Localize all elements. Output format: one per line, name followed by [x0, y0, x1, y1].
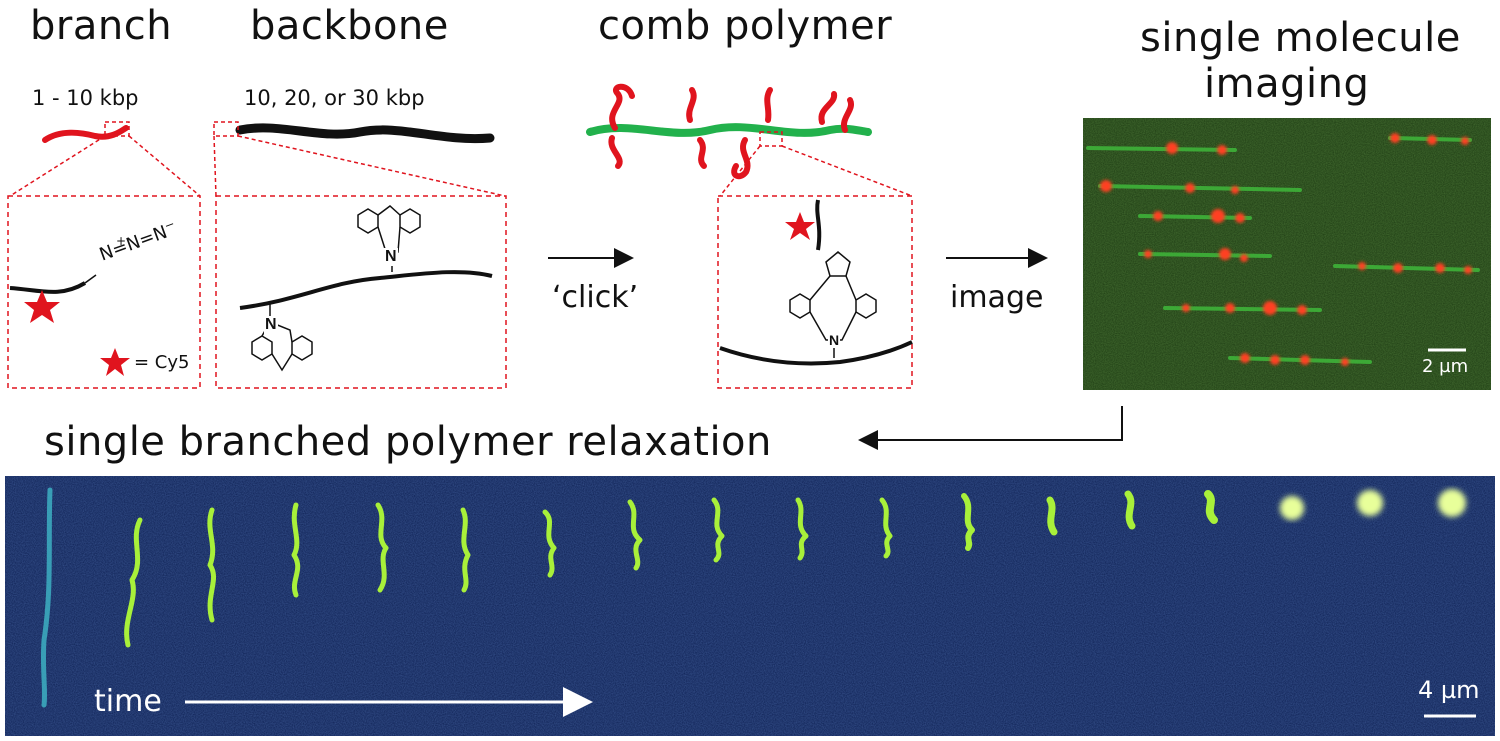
return-arrow	[858, 406, 1123, 450]
frame-3-molecule	[207, 507, 216, 623]
comb-zoom-backbone	[719, 340, 913, 366]
frame-2-molecule	[124, 517, 143, 648]
branch-strand	[42, 125, 129, 143]
click-label: ‘click’	[552, 280, 639, 315]
frame-14-molecule	[1124, 490, 1136, 530]
frame-9-molecule	[711, 497, 725, 563]
imaging-title-line1: single molecule	[1140, 15, 1461, 61]
backbone-strand	[235, 123, 495, 144]
frame-6-molecule	[460, 507, 471, 593]
time-label: time	[94, 684, 162, 719]
cy5-legend-star-icon	[100, 348, 130, 376]
frame-13-molecule	[1046, 496, 1058, 536]
frame-10-molecule	[795, 497, 809, 561]
dbco-group-bottom	[251, 304, 313, 372]
relaxation-filmstrip	[5, 476, 1495, 736]
red-branch-spots	[1100, 133, 1472, 366]
branch-length-label: 1 - 10 kbp	[32, 86, 139, 110]
comb-backbone-strand	[586, 123, 872, 137]
dbco-bottom-nitrogen: N	[264, 316, 278, 334]
image-label: image	[950, 280, 1044, 315]
frame-1-molecule	[40, 487, 53, 708]
dbco-top-nitrogen: N	[384, 248, 398, 266]
cy5-star-icon-comb	[785, 212, 815, 240]
comb-zoom-box	[717, 195, 913, 389]
branch-zoom-box-small	[104, 121, 130, 137]
frame-15-molecule	[1204, 490, 1218, 524]
imaging-title-line2: imaging	[1204, 61, 1370, 107]
frame-11-molecule	[879, 497, 893, 559]
branch-zoom-box	[7, 195, 201, 389]
relaxation-frames-compact	[1280, 489, 1466, 520]
comb-zoom-box-small	[759, 131, 783, 147]
relaxation-title: single branched polymer relaxation	[44, 419, 772, 465]
backbone-length-label: 10, 20, or 30 kbp	[244, 86, 425, 110]
backbone-title: backbone	[250, 3, 449, 49]
frame-5-molecule	[375, 502, 389, 593]
cy5-legend-label: = Cy5	[134, 352, 190, 373]
scale-bar-2um-label: 2 µm	[1422, 356, 1469, 377]
backbone-zoom-box	[215, 195, 507, 389]
relaxation-frames	[40, 487, 1218, 708]
azide-plus: +	[116, 234, 127, 248]
cy5-star-icon	[24, 290, 60, 323]
frame-7-molecule	[542, 509, 557, 578]
frame-8-molecule	[627, 499, 643, 571]
comb-polymer-title: comb polymer	[598, 3, 893, 49]
adduct-nitrogen: N	[828, 332, 841, 348]
scale-bar-4um-label: 4 µm	[1418, 676, 1480, 704]
single-molecule-micrograph	[1083, 118, 1491, 390]
frame-12-molecule	[961, 493, 975, 551]
comb-branches	[608, 83, 854, 180]
branch-title: branch	[30, 3, 173, 49]
frame-4-molecule	[291, 502, 301, 598]
backbone-zoom-box-small	[213, 121, 239, 137]
